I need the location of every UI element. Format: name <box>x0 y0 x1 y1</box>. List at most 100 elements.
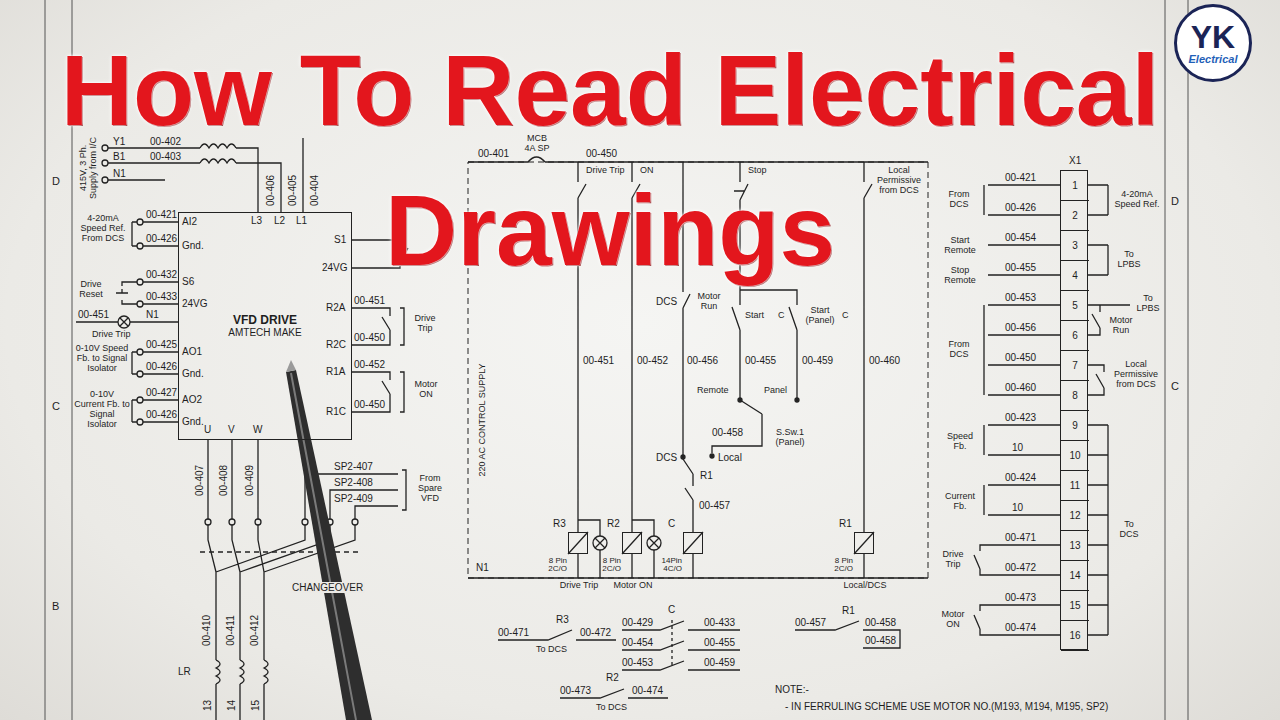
signal-label: 24VG <box>182 298 208 309</box>
signal-label: U <box>204 424 211 435</box>
terminal-cell: 9 <box>1061 411 1089 441</box>
wire-number: 00-458 <box>865 635 896 646</box>
wire-number: 00-433 <box>704 617 735 628</box>
drive-box: VFD DRIVEAMTECH MAKE <box>178 212 352 440</box>
node-title: 13 <box>1069 540 1080 551</box>
signal-label: To DCS <box>596 703 627 713</box>
wire-number: 00-472 <box>1005 562 1036 573</box>
signal-label: R3 <box>556 614 569 625</box>
node-note: AMTECH MAKE <box>228 327 301 338</box>
wire-number: 00-452 <box>354 359 385 370</box>
contact-wire <box>498 621 900 698</box>
wire-number: 00-455 <box>1005 262 1036 273</box>
node-title: 1 <box>1072 180 1078 191</box>
terminal-circles <box>102 145 358 525</box>
wire-number: SP2-409 <box>334 493 373 504</box>
terminal-cell: 3 <box>1061 231 1089 261</box>
signal-label: L2 <box>274 215 285 226</box>
node-title: 16 <box>1069 630 1080 641</box>
signal-label: Drive Trip <box>410 314 440 334</box>
node-note: Motor ON <box>603 581 663 591</box>
zone-letter: C <box>842 311 849 321</box>
node-title: R3 <box>553 518 566 529</box>
signal-label: V <box>228 424 235 435</box>
terminal-cell: 4 <box>1061 261 1089 291</box>
wire-number: 00-460 <box>869 355 900 366</box>
wire-number: 00-453 <box>622 657 653 668</box>
signal-label: Start (Panel) <box>803 306 837 326</box>
signal-label: To DCS <box>1114 520 1144 540</box>
signal-label: DCS <box>656 452 677 463</box>
signal-label: Drive Reset <box>76 280 106 300</box>
terminal-strip: X112345678910111213141516 <box>1060 170 1088 650</box>
node-title: 10 <box>1069 450 1080 461</box>
node-title: 3 <box>1072 240 1078 251</box>
signal-label: 4-20mA Speed Ref. <box>1114 190 1160 210</box>
zone-letter: D <box>1171 195 1179 207</box>
node-title: C <box>668 518 675 529</box>
terminal-wire <box>974 185 1130 635</box>
signal-label: 15 <box>250 699 261 710</box>
video-title: How To Read Electrical Drawings <box>10 20 1210 300</box>
wire-number: 00-421 <box>146 209 177 220</box>
wire-number: 00-427 <box>146 387 177 398</box>
wire-number: 00-473 <box>560 685 591 696</box>
signal-label: AO2 <box>182 394 202 405</box>
signal-label: R1 <box>842 605 855 616</box>
zone-letter: C <box>52 400 60 412</box>
signal-label: 10 <box>1012 502 1023 513</box>
signal-label: Start <box>745 311 764 321</box>
node-title: 12 <box>1069 510 1080 521</box>
signal-label: R2A <box>326 302 345 313</box>
wire-number: 00-450 <box>1005 352 1036 363</box>
wire-number: 00-456 <box>1005 322 1036 333</box>
signal-label: N1 <box>113 168 126 179</box>
wire-number: SP2-407 <box>334 461 373 472</box>
wire-number: 00-425 <box>146 339 177 350</box>
terminal-cell: 13 <box>1061 531 1089 561</box>
signal-label: To LPBS <box>1114 250 1144 270</box>
signal-label: 13 <box>202 699 213 710</box>
wire-number: 00-474 <box>1005 622 1036 633</box>
signal-label: AO1 <box>182 346 202 357</box>
signal-label: Motor Run <box>694 292 724 312</box>
signal-label: CHANGEOVER <box>290 582 365 593</box>
wire-number: 00-426 <box>146 361 177 372</box>
signal-label: Current Fb. <box>940 492 980 512</box>
pushbutton-symbol <box>116 282 137 304</box>
signal-label: Gnd. <box>182 240 204 251</box>
wire-number: 00-459 <box>802 355 833 366</box>
node-title: 6 <box>1072 330 1078 341</box>
wire-number: 00-453 <box>1005 292 1036 303</box>
node-title: 4 <box>1072 270 1078 281</box>
wire-number: 00-401 <box>478 148 509 159</box>
wire-number: 00-454 <box>1005 232 1036 243</box>
wire-number: 00-408 <box>218 464 229 495</box>
node-title: 8 <box>1072 390 1078 401</box>
signal-label: Local Permissive from DCS <box>876 166 922 196</box>
wire-number: 00-455 <box>704 637 735 648</box>
signal-label: DCS <box>656 296 677 307</box>
terminal-cell: 15 <box>1061 591 1089 621</box>
node-note: 14Pin 4C/O <box>654 557 682 573</box>
signal-label: From Spare VFD <box>410 474 450 504</box>
node-note: Drive Trip <box>549 581 609 591</box>
channel-logo: YKElectrical <box>1174 4 1252 82</box>
signal-label: AI2 <box>182 216 197 227</box>
contact-link <box>671 620 672 666</box>
wire-number: 00-473 <box>1005 592 1036 603</box>
wire-number: 00-424 <box>1005 472 1036 483</box>
signal-label: L1 <box>296 215 307 226</box>
wire-number: 00-421 <box>1005 172 1036 183</box>
zone-letter: C <box>668 604 675 615</box>
supply-wire <box>108 138 303 212</box>
terminal-cell: 1 <box>1061 171 1089 201</box>
wire-number: 00-411 <box>225 615 236 645</box>
signal-label: Speed Fb. <box>940 432 980 452</box>
wire-number: 00-406 <box>265 174 276 205</box>
wire-number: 00-456 <box>687 355 718 366</box>
node-note: 8 Pin 2C/O <box>593 557 621 573</box>
wire-number: 00-460 <box>1005 382 1036 393</box>
wire-number: 00-405 <box>287 174 298 205</box>
